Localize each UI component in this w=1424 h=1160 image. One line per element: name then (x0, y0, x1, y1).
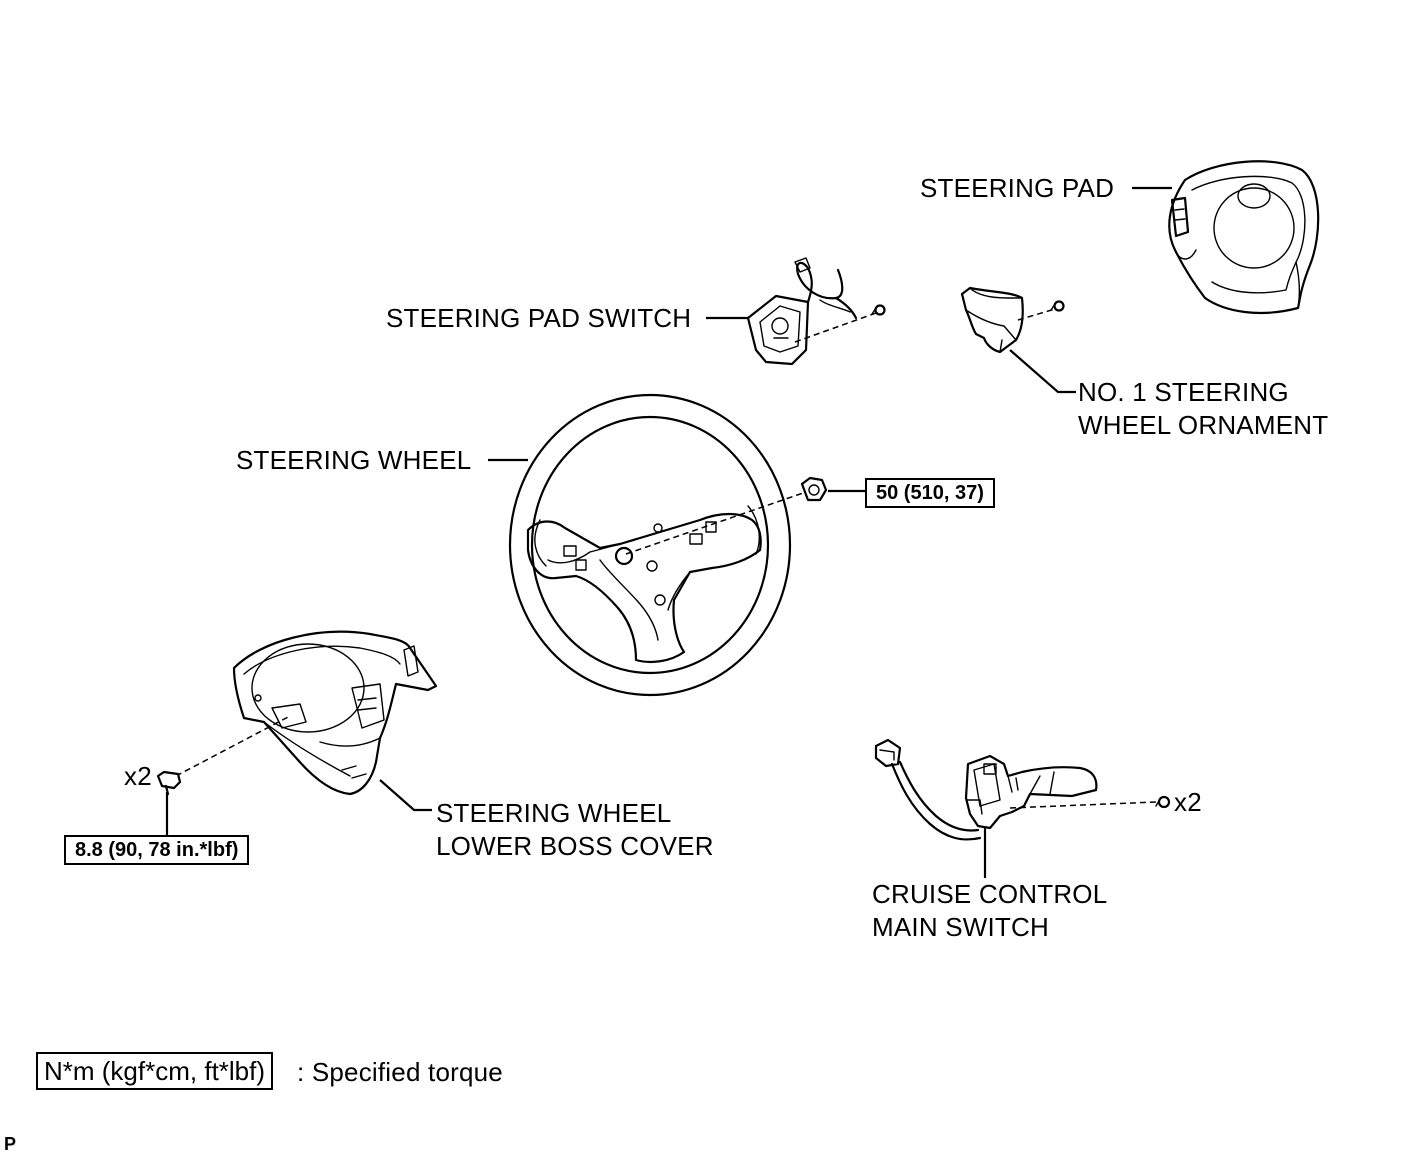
lower-cover-screw (156, 770, 182, 796)
lower-cover-leader (379, 779, 432, 812)
label-ornament-line2: WHEEL ORNAMENT (1078, 410, 1329, 440)
pad-switch-screw-line (794, 312, 877, 343)
label-cruise-line2: MAIN SWITCH (872, 912, 1049, 942)
cruise-switch-drawing (874, 738, 1098, 841)
lower-cover-screw-line (175, 715, 291, 777)
label-steering-wheel: STEERING WHEEL (236, 445, 472, 475)
cruise-screw-line (1009, 801, 1157, 809)
corner-mark: P (4, 1134, 17, 1154)
torque-box-wheel-nut: 50 (510, 37) (865, 478, 995, 508)
steering-wheel-drawing (508, 393, 792, 697)
ornament-drawing (960, 286, 1065, 354)
ornament-leader (1009, 349, 1076, 394)
ornament-screw-line (1017, 308, 1056, 321)
label-steering-pad: STEERING PAD (920, 173, 1115, 203)
label-lower-cover-line2: LOWER BOSS COVER (436, 831, 714, 861)
steering-pad-switch-drawing (746, 257, 886, 366)
steering-pad-drawing (1168, 160, 1320, 314)
quantity-cruise-screws: x2 (1174, 787, 1202, 817)
quantity-lower-cover-screws: x2 (124, 761, 152, 791)
cruise-screw (1155, 795, 1171, 809)
torque-box-lower-cover: 8.8 (90, 78 in.*lbf) (64, 835, 250, 865)
legend-torque-box: N*m (kgf*cm, ft*lbf) (36, 1052, 274, 1090)
lower-boss-cover-drawing (232, 630, 438, 796)
legend-text: : Specified torque (297, 1057, 503, 1087)
steering-wheel-nut (800, 476, 828, 502)
label-steering-pad-switch: STEERING PAD SWITCH (386, 303, 692, 333)
wheel-nut-line (625, 491, 807, 555)
label-lower-cover-line1: STEERING WHEEL (436, 798, 672, 828)
label-ornament-line1: NO. 1 STEERING (1078, 377, 1289, 407)
label-cruise-line1: CRUISE CONTROL (872, 879, 1108, 909)
